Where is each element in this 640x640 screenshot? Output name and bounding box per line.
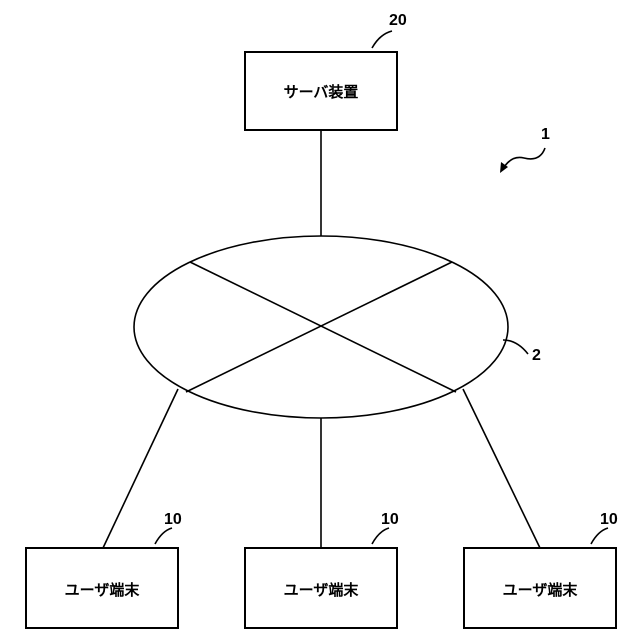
server-label: サーバ装置 (284, 83, 359, 101)
system-ref: 1 (541, 126, 550, 143)
network-cross-line-b (186, 262, 452, 392)
terminal-label-right: ユーザ端末 (503, 581, 579, 599)
terminal-right-link (463, 389, 540, 548)
network-ref-leader (503, 340, 528, 354)
terminal-ref-leader-right (591, 528, 608, 544)
server-ref-leader (372, 31, 392, 48)
system-ref-arrow (503, 148, 545, 169)
network-cross-line-a (190, 262, 456, 392)
network-ref: 2 (532, 347, 541, 364)
terminal-ref-leader-left (155, 528, 172, 544)
terminal-label-left: ユーザ端末 (65, 581, 141, 599)
terminal-ref-leader-center (372, 528, 389, 544)
terminal-ref-left: 10 (164, 511, 182, 528)
terminal-ref-center: 10 (381, 511, 399, 528)
server-ref: 20 (389, 12, 407, 29)
terminal-label-center: ユーザ端末 (284, 581, 360, 599)
terminal-ref-right: 10 (600, 511, 618, 528)
